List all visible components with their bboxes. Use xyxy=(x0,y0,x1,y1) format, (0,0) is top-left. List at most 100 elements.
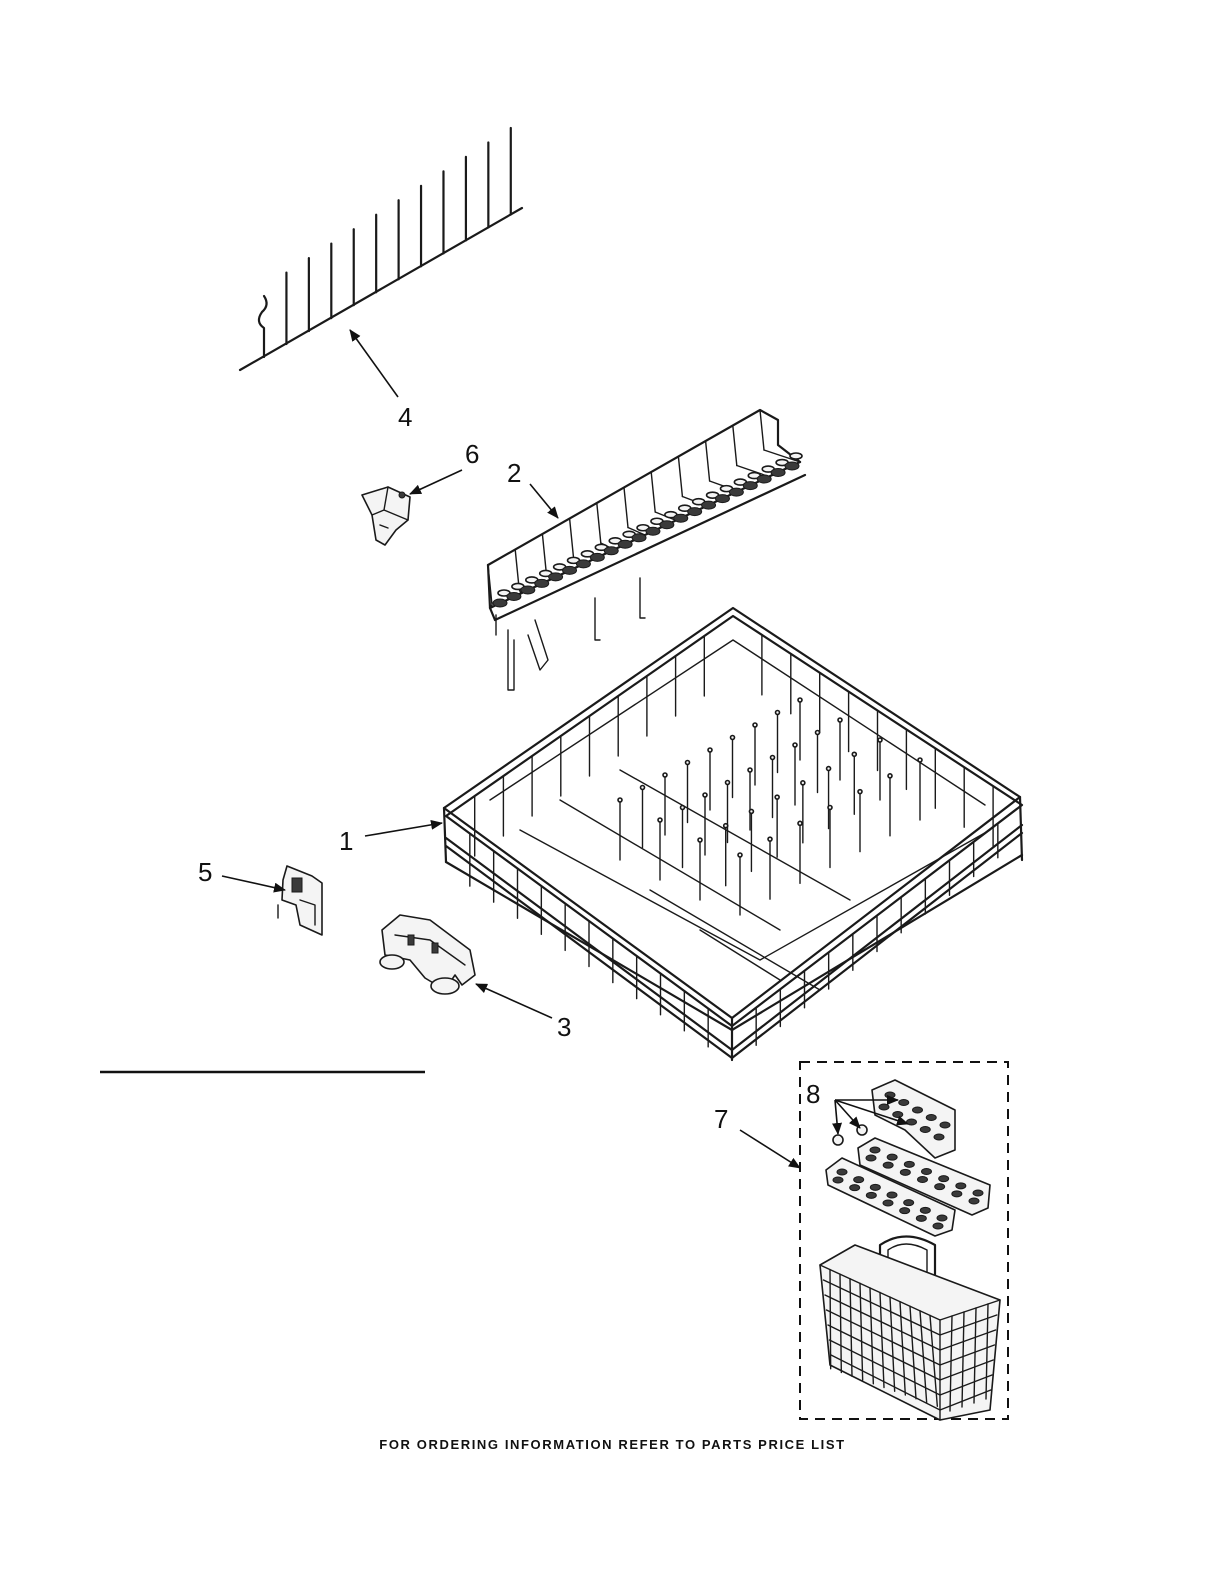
drawing-detail xyxy=(904,1200,914,1206)
drawing-detail xyxy=(743,482,757,490)
drawing-detail xyxy=(883,1200,893,1206)
drawing-detail xyxy=(827,767,831,771)
drawing-detail xyxy=(913,1107,923,1113)
ordering-info-footer: FOR ORDERING INFORMATION REFER TO PARTS … xyxy=(0,1437,1225,1452)
leader-6 xyxy=(410,470,462,494)
drawing-detail xyxy=(922,1169,932,1175)
wire-segment xyxy=(570,519,574,559)
leader-8d xyxy=(835,1100,838,1134)
drawing-detail xyxy=(724,824,728,828)
drawing-detail xyxy=(618,540,632,548)
drawing-detail xyxy=(866,1192,876,1198)
drawing-detail xyxy=(926,1115,936,1121)
drawing-detail xyxy=(702,501,716,509)
callout-5: 5 xyxy=(198,857,212,887)
lid-hinge-pin xyxy=(833,1135,843,1145)
leader-2 xyxy=(530,484,558,518)
drawing-detail xyxy=(801,781,805,785)
drawing-detail xyxy=(618,798,622,802)
drawing-detail xyxy=(934,1134,944,1140)
drawing-detail xyxy=(785,462,799,470)
drawing-detail xyxy=(900,1169,910,1175)
callout-6: 6 xyxy=(465,439,479,469)
drawing-detail xyxy=(907,1119,917,1125)
leader-4 xyxy=(350,330,398,397)
drawing-detail xyxy=(887,1154,897,1160)
drawing-detail xyxy=(904,1161,914,1167)
drawing-detail xyxy=(899,1100,909,1106)
drawing-detail xyxy=(715,495,729,503)
drawing-detail xyxy=(883,1162,893,1168)
drawing-detail xyxy=(771,469,785,477)
drawing-detail xyxy=(879,1104,889,1110)
wire-segment xyxy=(760,410,764,450)
drawing-detail xyxy=(790,453,802,459)
drawing-detail xyxy=(729,488,743,496)
drawing-detail xyxy=(918,1177,928,1183)
drawing-detail xyxy=(703,793,707,797)
drawing-detail xyxy=(900,1208,910,1214)
drawing-detail xyxy=(646,527,660,535)
drawing-detail xyxy=(916,1215,926,1221)
drawing-detail xyxy=(952,1191,962,1197)
clip-part-6 xyxy=(362,487,410,545)
drawing-detail xyxy=(549,573,563,581)
callout-3: 3 xyxy=(557,1012,571,1042)
drawing-detail xyxy=(731,736,735,740)
drawing-detail xyxy=(749,809,753,813)
wire-segment xyxy=(542,534,546,574)
leader-3 xyxy=(476,984,552,1018)
drawing-detail xyxy=(852,752,856,756)
drawing-detail xyxy=(632,534,646,542)
drawing-detail xyxy=(933,1223,943,1229)
drawing-detail xyxy=(973,1190,983,1196)
callout-4: 4 xyxy=(398,402,412,432)
wire-segment xyxy=(624,488,628,528)
drawing-detail xyxy=(956,1183,966,1189)
leader-5 xyxy=(222,876,285,890)
drawing-detail xyxy=(771,756,775,760)
adjuster-part-5 xyxy=(278,866,322,935)
drawing-detail xyxy=(590,553,604,561)
drawing-detail xyxy=(920,1207,930,1213)
drawing-detail xyxy=(674,514,688,522)
drawing-detail xyxy=(563,566,577,574)
drawing-detail xyxy=(858,790,862,794)
drawing-detail xyxy=(688,508,702,516)
drawing-detail xyxy=(698,838,702,842)
drawing-detail xyxy=(870,1184,880,1190)
drawing-detail xyxy=(893,1112,903,1118)
drawing-detail xyxy=(870,1147,880,1153)
drawing-detail xyxy=(663,773,667,777)
rack-basket-part-1 xyxy=(444,608,1022,1060)
drawing-detail xyxy=(738,853,742,857)
drawing-detail xyxy=(798,821,802,825)
leader-7 xyxy=(740,1130,800,1168)
drawing-detail xyxy=(768,837,772,841)
wire-segment xyxy=(706,441,710,481)
callout-7: 7 xyxy=(714,1104,728,1134)
leader-1 xyxy=(365,823,442,836)
drawing-detail xyxy=(793,743,797,747)
wire-segment xyxy=(733,426,737,466)
drawing-detail xyxy=(753,723,757,727)
drawing-detail xyxy=(507,592,521,600)
drawing-detail xyxy=(885,1092,895,1098)
tine-row-part-4 xyxy=(240,128,522,370)
callout-8: 8 xyxy=(806,1079,820,1109)
drawing-detail xyxy=(748,768,752,772)
drawing-detail xyxy=(878,738,882,742)
wire-segment xyxy=(830,1270,831,1369)
drawing-detail xyxy=(828,806,832,810)
drawing-detail xyxy=(940,1122,950,1128)
drawing-detail xyxy=(837,1169,847,1175)
drawing-detail xyxy=(939,1176,949,1182)
callout-1: 1 xyxy=(339,826,353,856)
drawing-detail xyxy=(833,1177,843,1183)
drawing-detail xyxy=(850,1185,860,1191)
silverware-basket-part-7 xyxy=(820,1237,1000,1421)
wire-segment xyxy=(597,503,601,543)
drawing-detail xyxy=(775,795,779,799)
drawing-detail xyxy=(920,1127,930,1133)
